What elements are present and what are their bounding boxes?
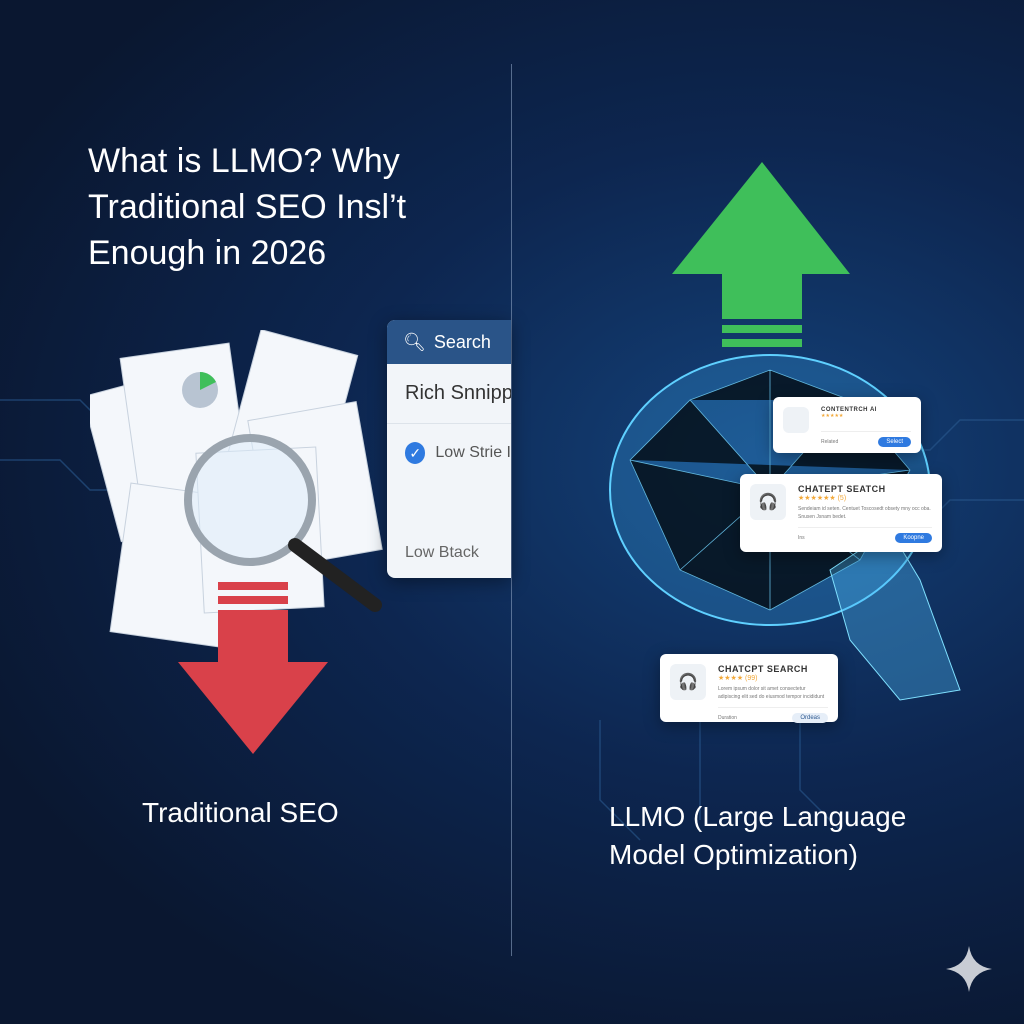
- bottom-item: Low Btack: [405, 544, 479, 561]
- documents-illustration: [90, 330, 383, 648]
- llmo-label: LLMO (Large Language Model Optimization): [609, 801, 907, 870]
- headphones-icon: 🎧: [670, 664, 706, 700]
- search-panel: 🔍︎Search Rich Snnipp ✓Low Strie I Low Bt…: [387, 320, 511, 578]
- result-card[interactable]: 🎧 CHATCPT SEARCH★★★★ (99) Lorem ipsum do…: [660, 654, 838, 723]
- check-item: ✓Low Strie I: [387, 424, 511, 464]
- app-icon: [783, 407, 809, 433]
- search-bar[interactable]: 🔍︎Search: [387, 320, 511, 364]
- headphones-icon: 🎧: [750, 484, 786, 520]
- up-arrow-icon: [672, 162, 850, 347]
- divider: [511, 64, 512, 956]
- page-title: What is LLMO? Why Traditional SEO Insl’t…: [88, 142, 407, 272]
- card-button[interactable]: Ordeas: [792, 713, 828, 723]
- check-icon: ✓: [405, 442, 426, 464]
- traditional-seo-label: Traditional SEO: [142, 797, 339, 828]
- result-card[interactable]: 🎧 CHATEPT SEATCH★★★★★★ (5) Sendeiam id s…: [740, 474, 942, 552]
- sparkle-icon: [946, 946, 992, 992]
- search-icon: 🔍︎: [403, 331, 426, 352]
- down-arrow-icon: [178, 582, 328, 754]
- rich-snippet-label: Rich Snnipp: [387, 364, 511, 424]
- card-button[interactable]: Koopne: [895, 533, 932, 543]
- select-button[interactable]: Select: [878, 437, 911, 447]
- magnifier-icon: [184, 434, 316, 566]
